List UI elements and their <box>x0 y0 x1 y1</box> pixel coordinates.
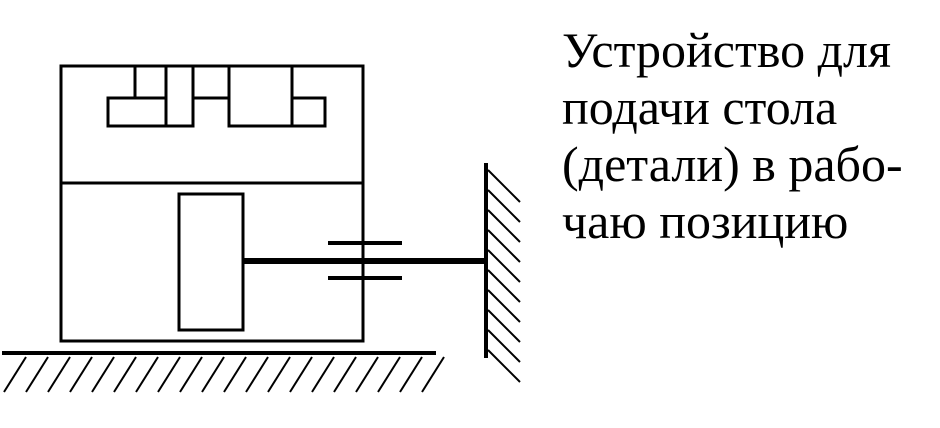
piston-block <box>177 192 245 332</box>
table-t-slots <box>61 64 327 128</box>
ground-hatch-mark <box>311 356 335 393</box>
ground-hatch-mark <box>421 356 445 393</box>
wall-hatch-mark <box>487 349 521 383</box>
ground-hatch-mark <box>289 356 313 393</box>
ground-hatch-mark <box>399 356 423 393</box>
caption-line-1: Устройство для <box>562 22 892 78</box>
table-body <box>59 64 365 343</box>
ground-hatch-mark <box>25 356 49 393</box>
ground-hatch-mark <box>267 356 291 393</box>
wall-hatch-mark <box>487 169 521 203</box>
caption-line-2: подачи стола <box>562 79 838 135</box>
ground-hatch-mark <box>355 356 379 393</box>
ground-hatch-mark <box>3 356 27 393</box>
wall-hatch-mark <box>487 289 521 323</box>
ground-hatch-mark <box>69 356 93 393</box>
ground-hatching <box>3 356 445 393</box>
wall-hatch-mark <box>487 329 521 363</box>
ground-hatch-mark <box>333 356 357 393</box>
caption-line-3: (детали) в рабо- <box>562 136 903 192</box>
diagram-caption: Устройство для подачи стола (детали) в р… <box>562 22 934 250</box>
ground-hatch-mark <box>179 356 203 393</box>
wall-hatch-mark <box>487 209 521 243</box>
ground-hatch-mark <box>135 356 159 393</box>
ground-hatch-mark <box>245 356 269 393</box>
ground-hatch-mark <box>201 356 225 393</box>
caption-line-4: чаю позицию <box>562 193 849 249</box>
ground-hatch-mark <box>223 356 247 393</box>
ground-hatch-mark <box>47 356 71 393</box>
wall-hatch-mark <box>487 229 521 263</box>
wall-hatch-mark <box>487 269 521 303</box>
ground-hatch-mark <box>157 356 181 393</box>
wall-hatch-mark <box>487 189 521 223</box>
ground-hatch-mark <box>113 356 137 393</box>
ground-hatch-mark <box>377 356 401 393</box>
t-slot-left <box>61 64 327 128</box>
ground-hatch-mark <box>91 356 115 393</box>
fixed-wall-hatching <box>487 169 521 383</box>
wall-hatch-mark <box>487 249 521 283</box>
wall-hatch-mark <box>487 309 521 343</box>
